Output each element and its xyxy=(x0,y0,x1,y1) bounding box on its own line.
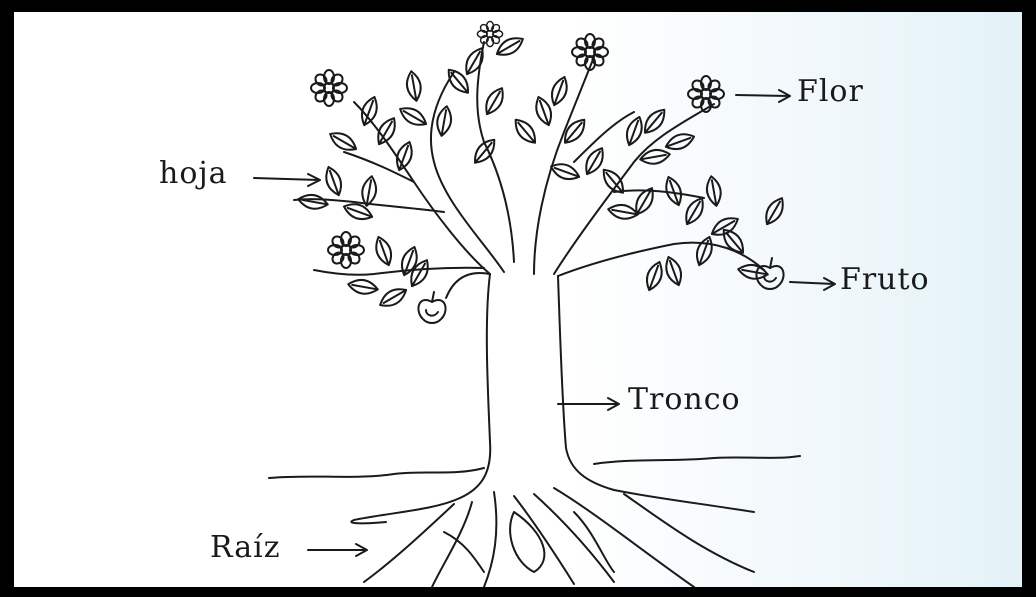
raiz-arrow xyxy=(308,544,367,556)
flor-arrow xyxy=(736,90,790,102)
label-fruto: Fruto xyxy=(840,262,930,297)
tree-drawing xyxy=(14,12,1022,587)
tree-branches xyxy=(294,42,764,298)
label-hoja: hoja xyxy=(159,156,228,191)
fruto-arrow xyxy=(790,278,835,290)
label-flor: Flor xyxy=(797,74,864,109)
hoja-arrow xyxy=(254,174,320,186)
tree-trunk xyxy=(460,274,614,498)
ground-line xyxy=(269,456,800,478)
label-raiz: Raíz xyxy=(210,530,281,565)
label-tronco: Tronco xyxy=(628,382,741,417)
tronco-arrow xyxy=(558,398,619,410)
tree-flowers xyxy=(311,21,724,268)
label-arrows xyxy=(254,90,835,556)
tree-leaves xyxy=(297,33,788,311)
paper-sheet: Flor hoja Fruto Tronco Raíz xyxy=(14,12,1022,587)
tree-roots xyxy=(351,488,754,587)
